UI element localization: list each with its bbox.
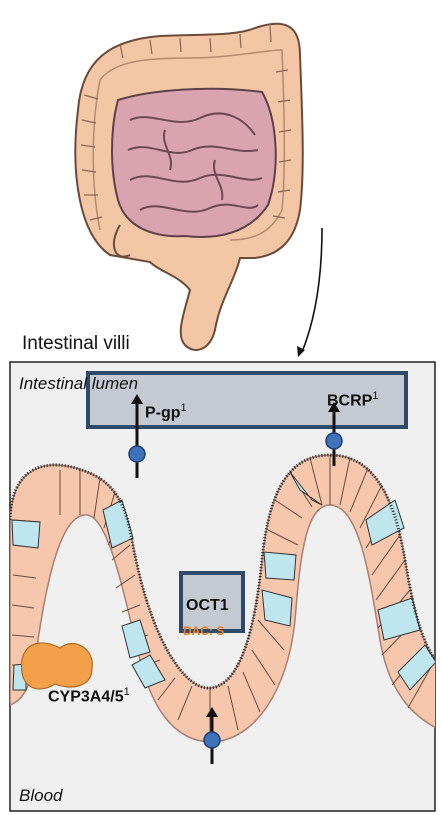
cyp-ref: 1: [124, 686, 130, 698]
cyp-label: CYP3A4/51: [48, 686, 130, 706]
blood-label: Blood: [19, 786, 62, 806]
cyp-name: CYP3A4/5: [48, 688, 124, 705]
intestinal-villi-label: Intestinal villi: [22, 333, 130, 355]
intestinal-lumen-label: Intestinal lumen: [19, 374, 138, 394]
bcrp-name: BCRP: [327, 392, 372, 409]
oct1-label: OCT1: [186, 597, 229, 615]
bcrp-label: BCRP1: [327, 390, 378, 410]
cyp-enzyme-shape: [22, 643, 93, 689]
pgp-name: P-gp: [145, 404, 181, 421]
intestine-illustration: [75, 24, 302, 350]
pgp-label: P-gp1: [145, 402, 187, 422]
zoom-arrow: [302, 228, 322, 352]
pgp-ref: 1: [181, 402, 187, 414]
bcrp-ref: 1: [372, 390, 378, 402]
oct1-substrate-label: DAC: S: [183, 624, 224, 638]
